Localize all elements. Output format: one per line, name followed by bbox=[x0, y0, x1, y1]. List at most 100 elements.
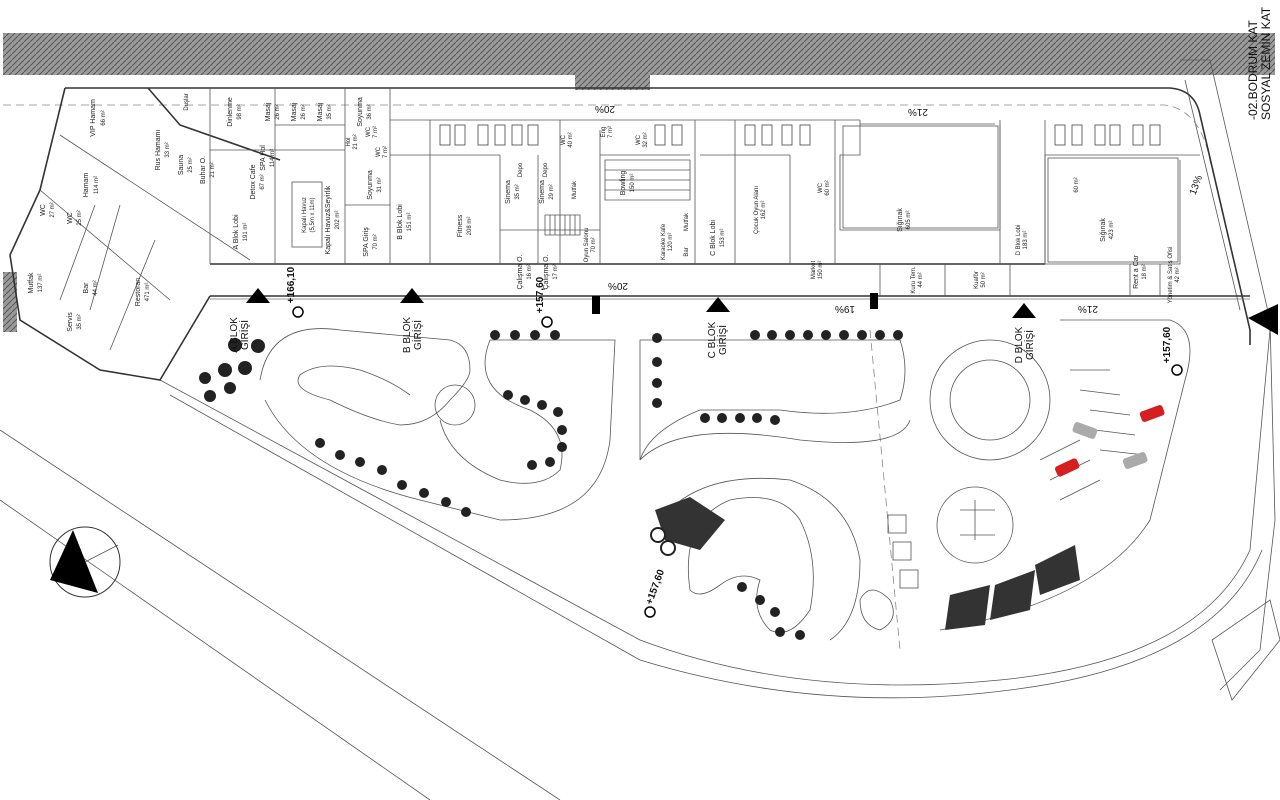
room-area: 114 m² bbox=[94, 176, 100, 194]
title-line-1: -02.BODRUM KAT bbox=[1246, 20, 1260, 120]
room-area: 605 m² bbox=[906, 211, 912, 230]
room-area: 21 m² bbox=[210, 162, 216, 177]
room-area: 27 m² bbox=[50, 202, 56, 217]
room-name: Dinlenme bbox=[227, 97, 234, 127]
title-line-2: SOSYAL ZEMİN KAT bbox=[1259, 6, 1273, 120]
room-name: SPA Hol bbox=[260, 145, 267, 171]
entrance-label: GİRİŞİ bbox=[716, 325, 729, 355]
room-name: Çalışma O. bbox=[517, 254, 524, 289]
room-area: 26 m² bbox=[275, 104, 281, 119]
room-name: Servis bbox=[67, 312, 74, 332]
entrance-label: GİRİŞİ bbox=[411, 320, 424, 350]
entrance-label: C BLOK bbox=[707, 321, 718, 358]
room-area: 32 m² bbox=[643, 132, 649, 147]
room-name: Soyunma bbox=[367, 170, 374, 200]
room-name: Oyun Salonu bbox=[584, 228, 590, 263]
room-area: 70 m² bbox=[591, 237, 597, 252]
room-name: Mutfak bbox=[684, 212, 690, 231]
room-area: 60 m² bbox=[1074, 177, 1080, 192]
room-name: SPA Giriş bbox=[363, 227, 370, 257]
room-name: Market bbox=[811, 261, 817, 280]
room-name: Eng bbox=[601, 127, 607, 138]
room-name: Bar bbox=[684, 247, 690, 256]
room-name: Rus Hamamı bbox=[155, 130, 162, 171]
room-area: 29 m² bbox=[549, 184, 555, 199]
room-name: Soyunma bbox=[357, 97, 364, 127]
room-name: D Blok Lobi bbox=[1016, 225, 1022, 256]
entrance-label: A BLOK bbox=[229, 317, 240, 353]
room-name: WC bbox=[376, 146, 382, 157]
room-name: Sığınak bbox=[1100, 218, 1107, 242]
room-name: Bowling bbox=[620, 171, 627, 196]
room-area: 33 m² bbox=[165, 142, 171, 157]
room-name: WC bbox=[40, 204, 47, 216]
site-boundaries bbox=[0, 59, 1280, 800]
room-area: 35 m² bbox=[77, 314, 83, 329]
building-walls bbox=[9, 87, 1251, 381]
room-area: 137 m² bbox=[38, 274, 44, 293]
room-area: 25 m² bbox=[188, 157, 194, 172]
room-area: 25 m² bbox=[77, 210, 83, 225]
slope-label: 20% bbox=[595, 103, 615, 114]
room-area: 35 m² bbox=[327, 104, 333, 119]
room-area: 50 m² bbox=[981, 272, 987, 287]
entrance-label: GİRİŞİ bbox=[1023, 330, 1036, 360]
room-area: 162 m² bbox=[761, 201, 767, 220]
trees bbox=[199, 330, 903, 640]
room-area: 208 m² bbox=[467, 217, 473, 236]
west-wall-hatch bbox=[3, 272, 17, 332]
room-name: Bar bbox=[83, 282, 90, 294]
room-name: Sinema bbox=[505, 180, 512, 204]
room-name: WC bbox=[636, 134, 642, 145]
slope-label: 20% bbox=[608, 280, 628, 291]
room-name: Çocuk Oyun Alanı bbox=[754, 186, 760, 234]
room-name: Kapalı Havuz bbox=[302, 197, 308, 233]
room-name: Sauna bbox=[178, 155, 185, 175]
elevation-label: +157,60 bbox=[644, 568, 667, 606]
room-name: Karaoke Kafe bbox=[661, 223, 667, 260]
ramp-wall bbox=[575, 75, 650, 90]
elevation-label: +157,60 bbox=[535, 276, 546, 313]
room-area: 151 m² bbox=[407, 213, 413, 232]
slope-label: 21% bbox=[908, 106, 928, 117]
elevation-symbol bbox=[1171, 364, 1183, 376]
room-area: 191 m² bbox=[243, 223, 249, 242]
room-area: 7 m² bbox=[373, 126, 379, 138]
entrance-label: B BLOK bbox=[402, 317, 413, 353]
entrance-label: D BLOK bbox=[1014, 326, 1025, 363]
slope-label: 21% bbox=[1078, 303, 1098, 314]
north-arrow bbox=[49, 526, 121, 598]
room-area: 44 m² bbox=[93, 280, 99, 295]
room-area: 423 m² bbox=[1109, 221, 1115, 240]
room-area: 7 m² bbox=[608, 126, 614, 138]
room-name: Mutfak bbox=[28, 272, 35, 294]
room-area: 150 m² bbox=[818, 261, 824, 280]
room-name: Restoran bbox=[135, 278, 142, 307]
room-area: 7 m² bbox=[383, 146, 389, 158]
room-name: WC bbox=[818, 182, 824, 193]
room-name: Rent a Car bbox=[1133, 254, 1140, 289]
room-area: 114 m² bbox=[270, 149, 276, 167]
room-name: Kuru Tem. bbox=[911, 266, 917, 294]
room-area: 183 m² bbox=[1023, 231, 1029, 250]
room-name: VIP Hamam bbox=[90, 99, 97, 137]
elevation-label: +166,10 bbox=[286, 266, 297, 303]
room-area: 67 m² bbox=[260, 174, 266, 189]
elevation-symbol bbox=[541, 316, 553, 328]
retaining-wall bbox=[3, 33, 1275, 75]
room-area: (5,5m x 11m) bbox=[310, 198, 316, 233]
room-name: Sinema bbox=[539, 180, 546, 204]
landscape-paths bbox=[259, 319, 1191, 641]
room-name: Yönetim & Satış Ofisi bbox=[1168, 247, 1174, 304]
room-area: 42 m² bbox=[1175, 267, 1181, 282]
room-name: Fitness bbox=[457, 214, 464, 237]
room-name: Masaj bbox=[317, 102, 324, 121]
room-area: 35 m² bbox=[515, 184, 521, 199]
room-name: Kuaför bbox=[974, 271, 980, 289]
indoor-pool bbox=[291, 181, 323, 248]
room-area: 60 m² bbox=[825, 180, 831, 195]
elevation-label: +157,60 bbox=[1162, 326, 1173, 363]
parking-row-top bbox=[439, 124, 1161, 146]
